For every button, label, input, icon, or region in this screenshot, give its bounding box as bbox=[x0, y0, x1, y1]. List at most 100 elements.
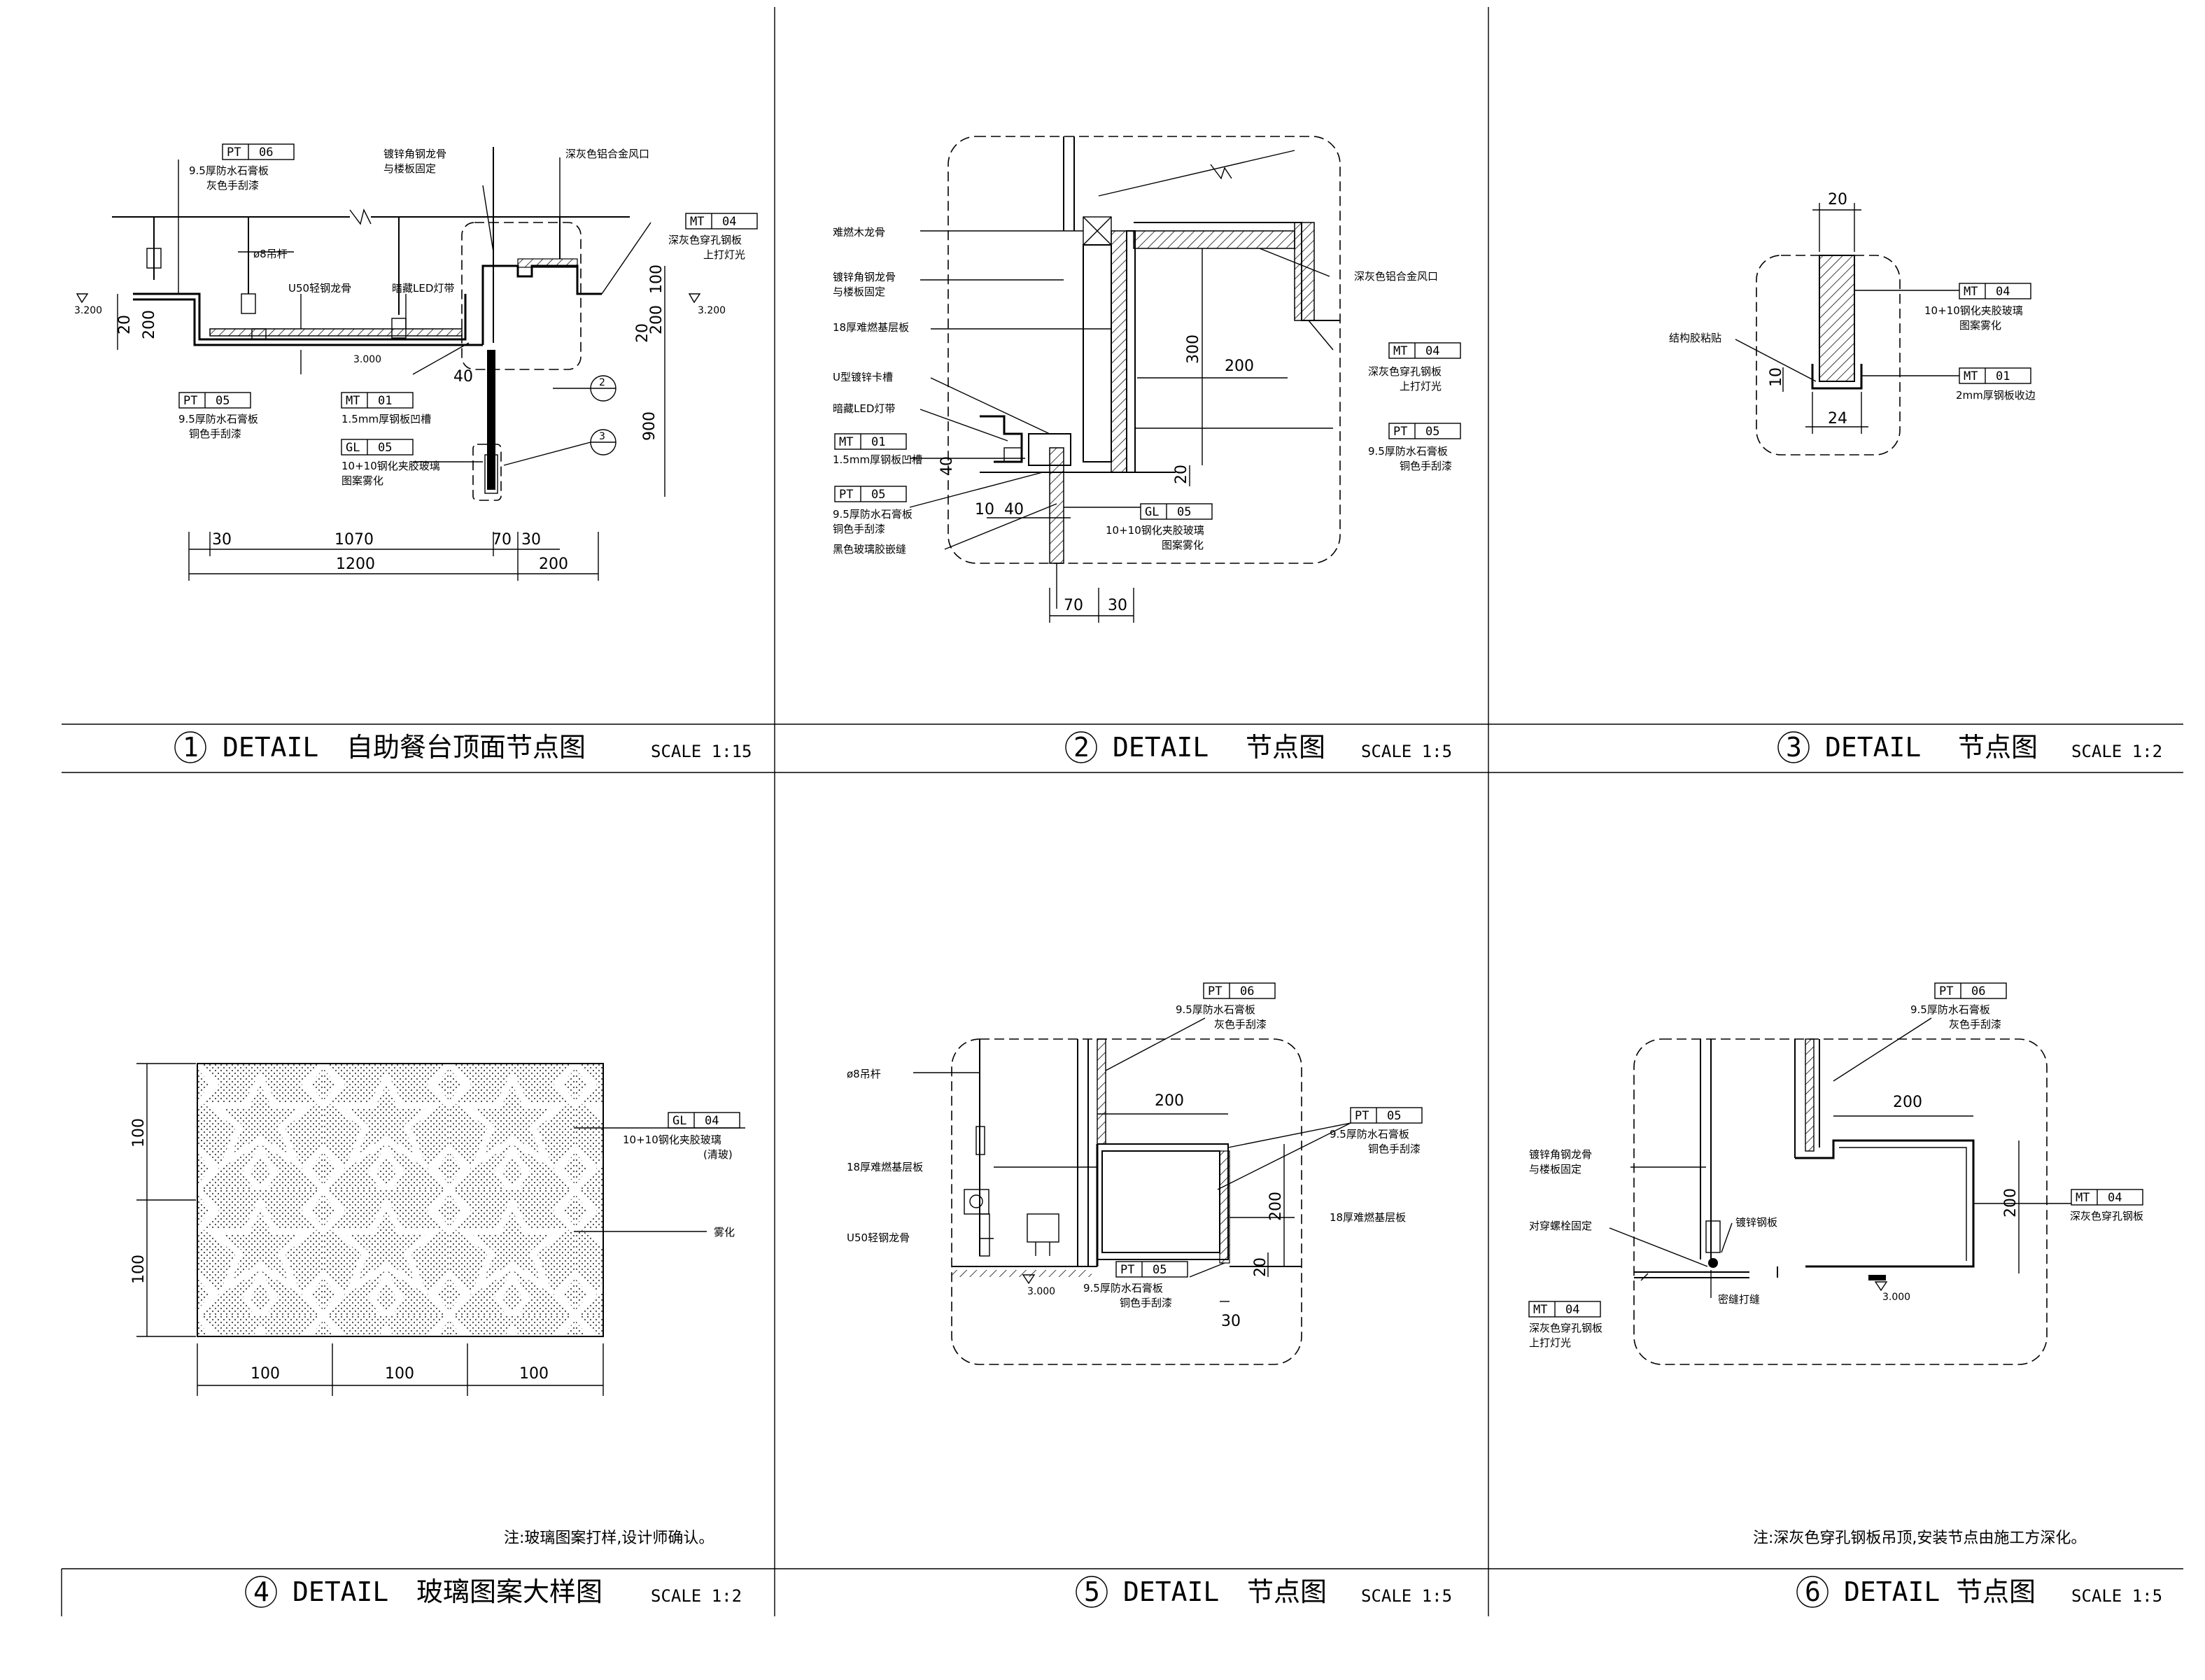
svg-text:5: 5 bbox=[1084, 1576, 1100, 1607]
dim-5-200h: 200 bbox=[1155, 1092, 1184, 1110]
svg-text:SCALE 1:2: SCALE 1:2 bbox=[2071, 742, 2162, 761]
detail-3-drawing: 20 24 10 bbox=[1735, 191, 1959, 456]
svg-text:深灰色穿孔钢板: 深灰色穿孔钢板 bbox=[668, 234, 742, 246]
label-d4-frost: 雾化 bbox=[714, 1226, 735, 1238]
svg-text:DETAIL: DETAIL bbox=[1123, 1576, 1219, 1607]
dim-1-40: 40 bbox=[453, 368, 473, 386]
svg-text:PT: PT bbox=[1120, 1263, 1134, 1277]
callout-d1-gl05: GL 05 10+10钢化夹胶玻璃 图案雾化 bbox=[341, 439, 440, 487]
dim-6-200h: 200 bbox=[1893, 1094, 1922, 1111]
dim-1-v1: 20 bbox=[116, 315, 134, 334]
svg-text:MT: MT bbox=[690, 215, 704, 229]
svg-text:灰色手刮漆: 灰色手刮漆 bbox=[1949, 1018, 2001, 1031]
svg-text:01: 01 bbox=[1996, 369, 2010, 383]
label-d6-seal: 密缝打缝 bbox=[1718, 1293, 1760, 1306]
dim-5-200v: 200 bbox=[1267, 1192, 1285, 1221]
dim-4-h2: 100 bbox=[385, 1365, 414, 1383]
dim-1-h6: 200 bbox=[539, 556, 568, 573]
dim-5-30: 30 bbox=[1221, 1313, 1241, 1330]
detail-5-labels: ø8吊杆 18厚难燃基层板 U50轻钢龙骨 18厚难燃基层板 PT 06 9.5… bbox=[847, 982, 1423, 1309]
label-d1-led: 暗藏LED灯带 bbox=[392, 282, 454, 295]
svg-text:上打灯光: 上打灯光 bbox=[1529, 1336, 1571, 1349]
label-d2-steel: 镀锌角钢龙骨 bbox=[833, 271, 896, 283]
svg-text:PT: PT bbox=[1208, 984, 1222, 998]
dim-1-h2: 1070 bbox=[334, 531, 374, 549]
svg-text:MT: MT bbox=[1964, 369, 1978, 383]
dim-1-h4: 30 bbox=[521, 531, 541, 549]
svg-text:05: 05 bbox=[1387, 1109, 1401, 1123]
dim-2-40v: 40 bbox=[938, 456, 956, 476]
svg-text:MT: MT bbox=[346, 394, 360, 408]
dim-1-h3: 70 bbox=[492, 531, 512, 549]
svg-text:6: 6 bbox=[1805, 1576, 1821, 1607]
svg-text:灰色手刮漆: 灰色手刮漆 bbox=[1214, 1018, 1267, 1031]
svg-text:05: 05 bbox=[1425, 425, 1439, 439]
sheet-grid bbox=[61, 7, 2183, 1616]
svg-text:9.5厚防水石膏板: 9.5厚防水石膏板 bbox=[1330, 1128, 1409, 1141]
callout-d2-pt05b: PT 05 9.5厚防水石膏板 铜色手刮漆 bbox=[1368, 423, 1461, 472]
dim-5-20: 20 bbox=[1252, 1257, 1269, 1277]
svg-text:04: 04 bbox=[1565, 1303, 1579, 1317]
dim-1-v2: 200 bbox=[141, 310, 158, 339]
detail-4-labels: GL 04 10+10钢化夹胶玻璃 (清玻) 雾化 注:玻璃图案打样,设计师确认… bbox=[504, 1112, 740, 1547]
svg-text:06: 06 bbox=[1971, 984, 1985, 998]
svg-text:PT: PT bbox=[183, 394, 197, 408]
callout-d6-mt04a: MT 04 深灰色穿孔钢板 bbox=[2070, 1189, 2143, 1222]
svg-text:10+10钢化夹胶玻璃: 10+10钢化夹胶玻璃 bbox=[1924, 304, 2023, 317]
callout-d5-pt05a: PT 05 9.5厚防水石膏板 铜色手刮漆 bbox=[1330, 1107, 1423, 1155]
label-d1-keel: U50轻钢龙骨 bbox=[288, 282, 351, 295]
dim-3-10: 10 bbox=[1768, 367, 1785, 387]
svg-text:灰色手刮漆: 灰色手刮漆 bbox=[206, 179, 259, 192]
label-d1-fix: 与楼板固定 bbox=[383, 162, 436, 175]
svg-text:1: 1 bbox=[183, 732, 199, 763]
label-d5-rod: ø8吊杆 bbox=[847, 1068, 881, 1080]
label-d2-base: 18厚难燃基层板 bbox=[833, 321, 909, 334]
level-1b: 3.200 bbox=[698, 305, 726, 316]
label-d2-fix: 与楼板固定 bbox=[833, 285, 885, 298]
label-d6-plate: 镀锌钢板 bbox=[1735, 1216, 1777, 1229]
svg-text:01: 01 bbox=[871, 435, 885, 449]
dim-2-300: 300 bbox=[1185, 334, 1202, 364]
svg-text:9.5厚防水石膏板: 9.5厚防水石膏板 bbox=[1083, 1282, 1163, 1294]
svg-text:04: 04 bbox=[1425, 344, 1439, 358]
svg-text:节点图: 节点图 bbox=[1247, 1576, 1327, 1607]
detail-2-drawing: 200 300 20 40 10 40 70 30 bbox=[909, 136, 1341, 623]
detail-1-drawing: 2 3 3.200 3.200 3.000 20 200 100 200 900… bbox=[74, 147, 726, 581]
dim-1-v3: 100 bbox=[648, 264, 665, 294]
title-detail-4: 4 DETAIL 玻璃图案大样图 SCALE 1:2 bbox=[245, 1576, 742, 1608]
dim-1-h5: 1200 bbox=[336, 556, 375, 573]
svg-text:01: 01 bbox=[378, 394, 392, 408]
dim-4-v1: 100 bbox=[130, 1118, 148, 1148]
dim-2-40h: 40 bbox=[1004, 501, 1024, 518]
callout-d3-mt04: MT 04 10+10钢化夹胶玻璃 图案雾化 bbox=[1924, 283, 2031, 332]
dim-2-70: 70 bbox=[1064, 597, 1083, 614]
svg-text:PT: PT bbox=[227, 146, 241, 160]
note-d6: 注:深灰色穿孔钢板吊顶,安装节点由施工方深化。 bbox=[1753, 1530, 2086, 1547]
svg-text:MT: MT bbox=[1393, 344, 1407, 358]
svg-text:节点图: 节点图 bbox=[1956, 1576, 2036, 1607]
svg-text:上打灯光: 上打灯光 bbox=[1400, 380, 1442, 393]
label-d5-base: 18厚难燃基层板 bbox=[847, 1161, 923, 1173]
svg-text:深灰色穿孔钢板: 深灰色穿孔钢板 bbox=[1368, 365, 1442, 378]
dim-2-200: 200 bbox=[1225, 358, 1254, 375]
svg-text:DETAIL: DETAIL bbox=[223, 732, 318, 763]
detail-6-drawing: 3.000 200 200 bbox=[1609, 1017, 2071, 1365]
svg-text:PT: PT bbox=[1939, 984, 1953, 998]
callout-d4-gl04: GL 04 10+10钢化夹胶玻璃 (清玻) bbox=[623, 1112, 740, 1161]
svg-text:MT: MT bbox=[1964, 285, 1978, 299]
bubble-2: 2 bbox=[599, 377, 605, 388]
bubble-3: 3 bbox=[599, 431, 605, 442]
dim-4-v2: 100 bbox=[130, 1255, 148, 1284]
svg-text:DETAIL: DETAIL bbox=[1825, 732, 1921, 763]
svg-text:9.5厚防水石膏板: 9.5厚防水石膏板 bbox=[178, 413, 258, 425]
svg-text:2mm厚钢板收边: 2mm厚钢板收边 bbox=[1956, 389, 2036, 402]
svg-text:铜色手刮漆: 铜色手刮漆 bbox=[189, 428, 241, 440]
label-d5-keel: U50轻钢龙骨 bbox=[847, 1231, 910, 1244]
svg-text:玻璃图案大样图: 玻璃图案大样图 bbox=[416, 1576, 603, 1607]
svg-text:DETAIL: DETAIL bbox=[293, 1576, 388, 1607]
detail-1-labels: PT 06 9.5厚防水石膏板 灰色手刮漆 MT 04 深灰色穿孔钢板 上打灯光… bbox=[178, 143, 758, 487]
svg-text:铜色手刮漆: 铜色手刮漆 bbox=[1368, 1143, 1421, 1155]
label-d5-base2: 18厚难燃基层板 bbox=[1330, 1211, 1406, 1224]
svg-text:PT: PT bbox=[839, 488, 853, 502]
svg-text:04: 04 bbox=[1996, 285, 2010, 299]
